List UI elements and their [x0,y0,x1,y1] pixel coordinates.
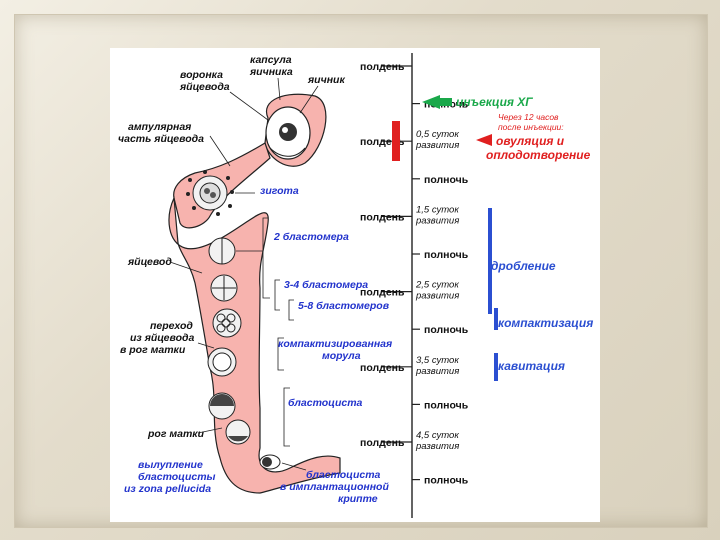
embryo-morula [207,347,237,377]
timeline-midnight-label: полночь [424,324,469,336]
zygote-cell [186,170,234,216]
funnel-label-1: воронка [180,69,223,81]
morula-label-1: компактизированная [278,338,392,350]
implant-label-3: крипте [338,493,378,505]
cleavage-label: дробление [491,259,556,273]
timeline-day-note: 1,5 суток [416,204,459,215]
timeline-noon-label: полдень [360,287,405,299]
timeline-noon-label: полдень [360,211,405,223]
timeline-midnight-label: полночь [424,399,469,411]
two-cell-label: 2 бластомера [273,231,349,243]
timeline-day-note: 3,5 суток [416,355,459,366]
three-four-label: 3-4 бластомера [284,279,368,291]
timeline: полденьполночьполдень0,5 сутокразвитияпо… [360,53,469,518]
cleavage-bar [488,208,492,314]
stage-labels: зигота 2 бластомера 3-4 бластомера 5-8 б… [235,185,392,505]
capsule-label-1: капсула [250,54,292,66]
embryo-development-diagram: воронка яйцевода капсула яичника яичник … [118,53,593,518]
timeline-noon-label: полдень [360,437,405,449]
zygote-label: зигота [260,185,299,197]
injection-marker: инъекция ХГ [422,95,533,109]
funnel-label-2: яйцевода [179,81,230,93]
process-bars: дробление компактизация кавитация [488,208,593,381]
timeline-day-note: развития [415,441,459,452]
implant-label-2: в имплантационной [280,481,389,493]
oviduct-label: яйцевод [127,256,172,268]
timeline-midnight-label: полночь [424,475,469,487]
after12-label-2: после инъекции: [498,122,564,132]
hatching-label-1: вылупление [138,459,203,471]
transition-label-2: из яйцевода [130,332,194,344]
cavitation-bar [494,353,498,381]
embryo-2cell [208,237,236,265]
embryo-implanted [259,454,281,470]
ovulation-marker: Через 12 часов после инъекции: овуляция … [476,112,591,162]
timeline-day-note: развития [415,366,459,377]
ovary-label: яичник [307,74,345,86]
oocyte [279,123,297,141]
timeline-midnight-label: полночь [424,174,469,186]
timeline-day-note: 0,5 суток [416,129,459,140]
transition-label-3: в рог матки [120,344,186,356]
cavitation-label: кавитация [498,359,565,373]
embryo-hatching [225,419,251,445]
after12-label-1: Через 12 часов [498,112,559,122]
hatching-label-2: бластоцисты [138,471,216,483]
blastocyst-label: бластоциста [288,397,363,409]
ampulla-label-2: часть яйцевода [118,133,204,145]
compaction-label: компактизация [498,316,593,330]
embryo-3-4cell [210,274,238,302]
timeline-day-note: развития [415,140,459,151]
five-eight-label: 5-8 бластомеров [298,300,390,312]
timeline-day-note: 2,5 суток [415,280,459,291]
timeline-day-note: 4,5 суток [416,430,459,441]
injection-label: инъекция ХГ [456,95,533,109]
horn-label: рог матки [147,428,205,440]
transition-label-1: переход [150,320,193,332]
ovulation-label-1: овуляция и [496,134,565,148]
capsule-label-2: яичника [249,66,293,78]
hatching-label-3: из zona pellucida [124,483,211,495]
ovulation-bar [392,121,400,161]
timeline-day-note: развития [415,291,459,302]
diagram-panel: воронка яйцевода капсула яичника яичник … [110,48,600,522]
timeline-day-note: развития [415,215,459,226]
anatomy-labels: воронка яйцевода капсула яичника яичник … [118,54,345,495]
slide-frame [14,14,708,528]
morula-label-2: морула [322,350,361,362]
timeline-noon-label: полдень [360,61,405,73]
compaction-bar [494,308,498,330]
timeline-midnight-label: полночь [424,249,469,261]
ampulla-label-1: ампулярная [128,121,191,133]
embryo-blastocyst [208,392,236,420]
ovulation-label-2: оплодотворение [486,148,591,162]
timeline-noon-label: полдень [360,362,405,374]
embryo-5-8cell [212,308,242,338]
implant-label-1: бластоциста [306,469,381,481]
